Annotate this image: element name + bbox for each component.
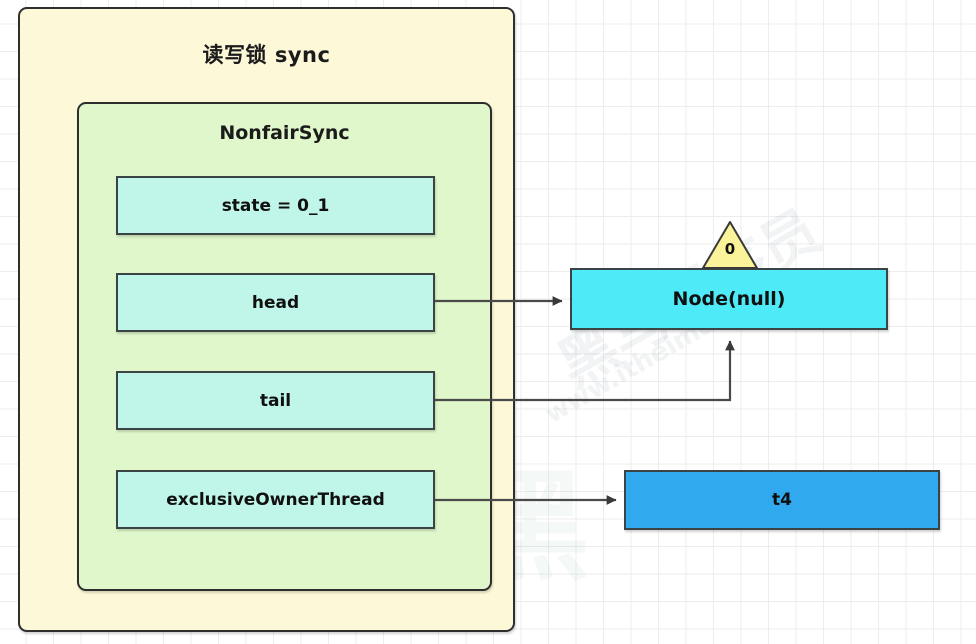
field-exclusive-owner-thread-label: exclusiveOwnerThread <box>166 489 385 510</box>
field-tail[interactable]: tail <box>116 371 435 430</box>
thread-t4-label: t4 <box>772 490 792 510</box>
field-state-label: state = 0_1 <box>221 195 330 216</box>
field-head[interactable]: head <box>116 273 435 332</box>
waitstatus-triangle-icon <box>702 221 758 269</box>
outer-container-title: 读写锁 sync <box>202 43 331 67</box>
node-null-label: Node(null) <box>672 288 786 310</box>
field-state[interactable]: state = 0_1 <box>116 176 435 235</box>
thread-t4-box[interactable]: t4 <box>624 470 940 530</box>
field-tail-label: tail <box>259 390 292 411</box>
field-exclusive-owner-thread[interactable]: exclusiveOwnerThread <box>116 470 435 529</box>
node-null-box[interactable]: Node(null) <box>570 268 888 330</box>
field-head-label: head <box>251 292 300 313</box>
inner-container-title: NonfairSync <box>219 122 350 144</box>
waitstatus-value-label: 0 <box>724 240 736 258</box>
